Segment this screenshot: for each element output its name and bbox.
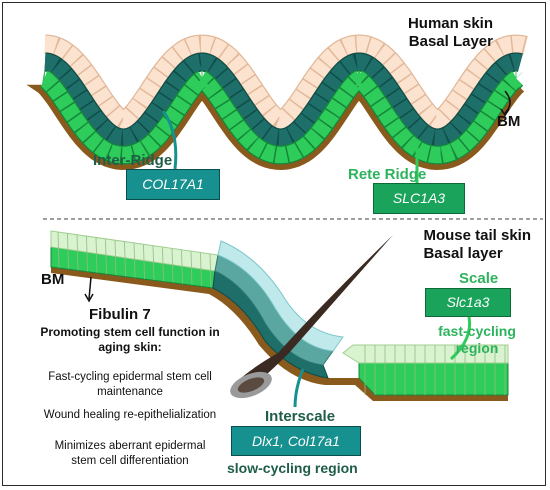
inter-ridge-leader: [161, 110, 178, 170]
illustration-canvas: [26, 34, 543, 408]
fibulin-item-3-line2: stem cell differentiation: [71, 455, 189, 467]
mouse-cell-divider: [57, 232, 60, 268]
rete-ridge-label: Rete Ridge: [348, 166, 427, 183]
mouse-cell-divider: [152, 245, 155, 281]
human-skin-epidermis: [26, 34, 528, 171]
hair-follicle-core: [237, 377, 265, 393]
mouse-cell-divider: [162, 247, 164, 282]
mouse-tail-epidermis: [50, 230, 509, 401]
slc1a3-gene-box: SLC1A3: [373, 183, 465, 214]
fast-cycling-note: fast-cycling region: [427, 323, 527, 357]
human-suprabasal-layer-cells: [44, 35, 528, 129]
slow-cycling-note: slow-cycling region: [227, 460, 358, 476]
fibulin-item-1-line1: Fast-cycling epidermal stem cell: [48, 371, 212, 383]
human-title-line2: Basal Layer: [408, 33, 493, 50]
annotation-lines: [161, 110, 472, 408]
mouse-cell-divider: [133, 243, 136, 278]
fibulin-item-2: Wound healing re-epithelialization: [25, 408, 235, 423]
mouse-cell-divider: [76, 234, 79, 271]
mouse-cell-divider: [190, 251, 193, 285]
mouse-cell-divider: [143, 244, 145, 279]
mouse-cell-divider: [209, 254, 212, 288]
fibulin-item-3: Minimizes aberrant epidermal stem cell d…: [25, 439, 235, 469]
human-basal-layer-cells: [44, 53, 523, 147]
interscale-label: Interscale: [265, 408, 336, 425]
mouse-interscale-suprabasal: [217, 240, 344, 352]
mouse-cell-divider: [86, 236, 88, 272]
fibulin-subtitle-line2: aging skin:: [98, 340, 162, 354]
inter-ridge-label: Inter-Ridge: [93, 152, 173, 169]
scale-label: Scale: [459, 270, 499, 287]
mouse-cell-divider: [114, 240, 117, 276]
fibulin-item-2-line1: Wound healing re-epithelialization: [43, 409, 217, 421]
mouse-right-scale-suprabasal: [342, 344, 509, 364]
mouse-cell-divider: [171, 248, 174, 283]
mouse-cell-divider: [124, 241, 126, 277]
mouse-title-group: Mouse tail skin Basal layer: [423, 227, 531, 263]
bm-arrow-head: [500, 108, 510, 117]
fast-cycling-line1: fast-cycling: [438, 323, 516, 339]
mouse-cell-divider: [95, 237, 98, 273]
mouse-title-line1: Mouse tail skin: [423, 227, 531, 244]
fibulin-title: Fibulin 7: [89, 306, 151, 323]
mouse-cell-divider: [67, 233, 69, 270]
mouse-cell-divider: [105, 238, 107, 274]
mouse-cell-divider: [181, 250, 183, 284]
human-title-group: Human skin Basal Layer: [408, 15, 493, 51]
dlx1-col17a1-gene-box: Dlx1, Col17a1: [231, 426, 361, 456]
fast-cycling-line2: region: [455, 340, 499, 356]
bm-arrow: [504, 90, 511, 114]
fibulin-item-3-line1: Minimizes aberrant epidermal: [54, 440, 206, 452]
scale-leader: [449, 316, 472, 361]
human-title-line1: Human skin: [407, 15, 493, 32]
fibulin-item-1-line2: maintenance: [97, 386, 163, 398]
mouse-cell-divider: [200, 252, 202, 287]
human-lower-basal-layer-cells: [40, 70, 523, 164]
slc1a3-mouse-gene-box: Slc1a3: [425, 288, 511, 317]
fibulin-subtitle: Promoting stem cell function in aging sk…: [35, 325, 225, 355]
mouse-right-scale-basal: [358, 362, 509, 396]
human-bm-label: BM: [497, 113, 521, 130]
mouse-bm-arrow-head: [84, 293, 94, 303]
interscale-leader: [293, 368, 305, 408]
fibulin-subtitle-line1: Promoting stem cell function in: [40, 325, 220, 339]
figure-frame: Human skin Basal Layer BM Inter-Ridge CO…: [2, 2, 546, 486]
fibulin-item-1: Fast-cycling epidermal stem cell mainten…: [25, 370, 235, 400]
hair-shaft: [235, 235, 393, 395]
mouse-bm-label: BM: [41, 271, 65, 288]
mouse-title-line2: Basal layer: [423, 245, 503, 262]
mouse-bm-arrow: [88, 276, 92, 300]
col17a1-gene-box: COL17A1: [126, 169, 220, 200]
human-basement-membrane: [26, 84, 525, 171]
